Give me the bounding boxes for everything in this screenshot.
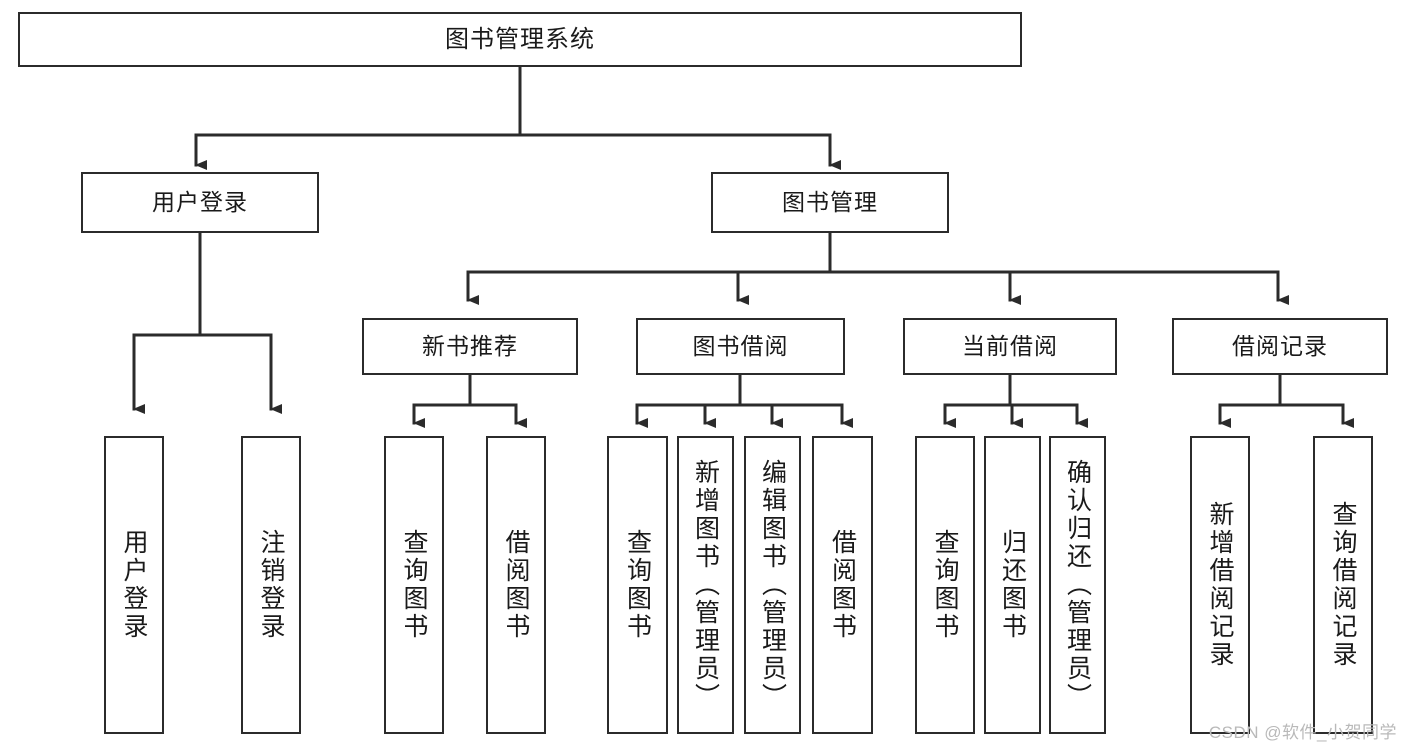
- node-leaf-edit-book[interactable]: 编辑图书（管理员）: [744, 436, 801, 734]
- node-label: 图书管理系统: [445, 25, 595, 53]
- node-label: 新书推荐: [422, 333, 518, 360]
- node-label: 图书借阅: [692, 333, 789, 360]
- node-leaf-user-login[interactable]: 用户登录: [104, 436, 164, 734]
- node-leaf-borrow-book-2[interactable]: 借阅图书: [812, 436, 873, 734]
- node-new-book-recommend[interactable]: 新书推荐: [362, 318, 578, 375]
- node-borrow-record[interactable]: 借阅记录: [1172, 318, 1388, 375]
- node-label: 查询图书: [400, 529, 428, 641]
- node-label: 用户登录: [120, 529, 148, 641]
- csdn-watermark: CSDN @软件_小贺同学: [1208, 723, 1397, 742]
- node-label: 查询图书: [931, 529, 959, 641]
- node-leaf-logout-login[interactable]: 注销登录: [241, 436, 301, 734]
- node-label: 编辑图书（管理员）: [758, 459, 787, 711]
- node-label: 查询借阅记录: [1329, 501, 1357, 669]
- node-label: 新增借阅记录: [1206, 501, 1234, 669]
- node-label: 归还图书: [998, 529, 1027, 641]
- node-label: 借阅图书: [828, 529, 857, 641]
- node-label: 借阅记录: [1232, 333, 1328, 360]
- node-leaf-query-book-1[interactable]: 查询图书: [384, 436, 444, 734]
- node-user-login[interactable]: 用户登录: [81, 172, 319, 233]
- node-label: 新增图书（管理员）: [691, 459, 720, 711]
- node-book-borrow[interactable]: 图书借阅: [636, 318, 845, 375]
- node-leaf-add-book[interactable]: 新增图书（管理员）: [677, 436, 734, 734]
- node-leaf-add-record[interactable]: 新增借阅记录: [1190, 436, 1250, 734]
- node-label: 查询图书: [623, 529, 652, 641]
- node-label: 用户登录: [152, 189, 248, 216]
- node-label: 图书管理: [782, 189, 878, 216]
- node-leaf-return-book[interactable]: 归还图书: [984, 436, 1041, 734]
- node-label: 当前借阅: [962, 333, 1058, 360]
- node-leaf-query-record[interactable]: 查询借阅记录: [1313, 436, 1373, 734]
- node-leaf-query-book-3[interactable]: 查询图书: [915, 436, 975, 734]
- node-leaf-borrow-book-1[interactable]: 借阅图书: [486, 436, 546, 734]
- node-root-book-management-system[interactable]: 图书管理系统: [18, 12, 1022, 67]
- node-current-borrow[interactable]: 当前借阅: [903, 318, 1117, 375]
- node-book-management[interactable]: 图书管理: [711, 172, 949, 233]
- node-leaf-confirm-return[interactable]: 确认归还（管理员）: [1049, 436, 1106, 734]
- node-leaf-query-book-2[interactable]: 查询图书: [607, 436, 668, 734]
- node-label: 确认归还（管理员）: [1063, 459, 1092, 711]
- node-label: 借阅图书: [502, 529, 530, 641]
- node-label: 注销登录: [257, 529, 285, 641]
